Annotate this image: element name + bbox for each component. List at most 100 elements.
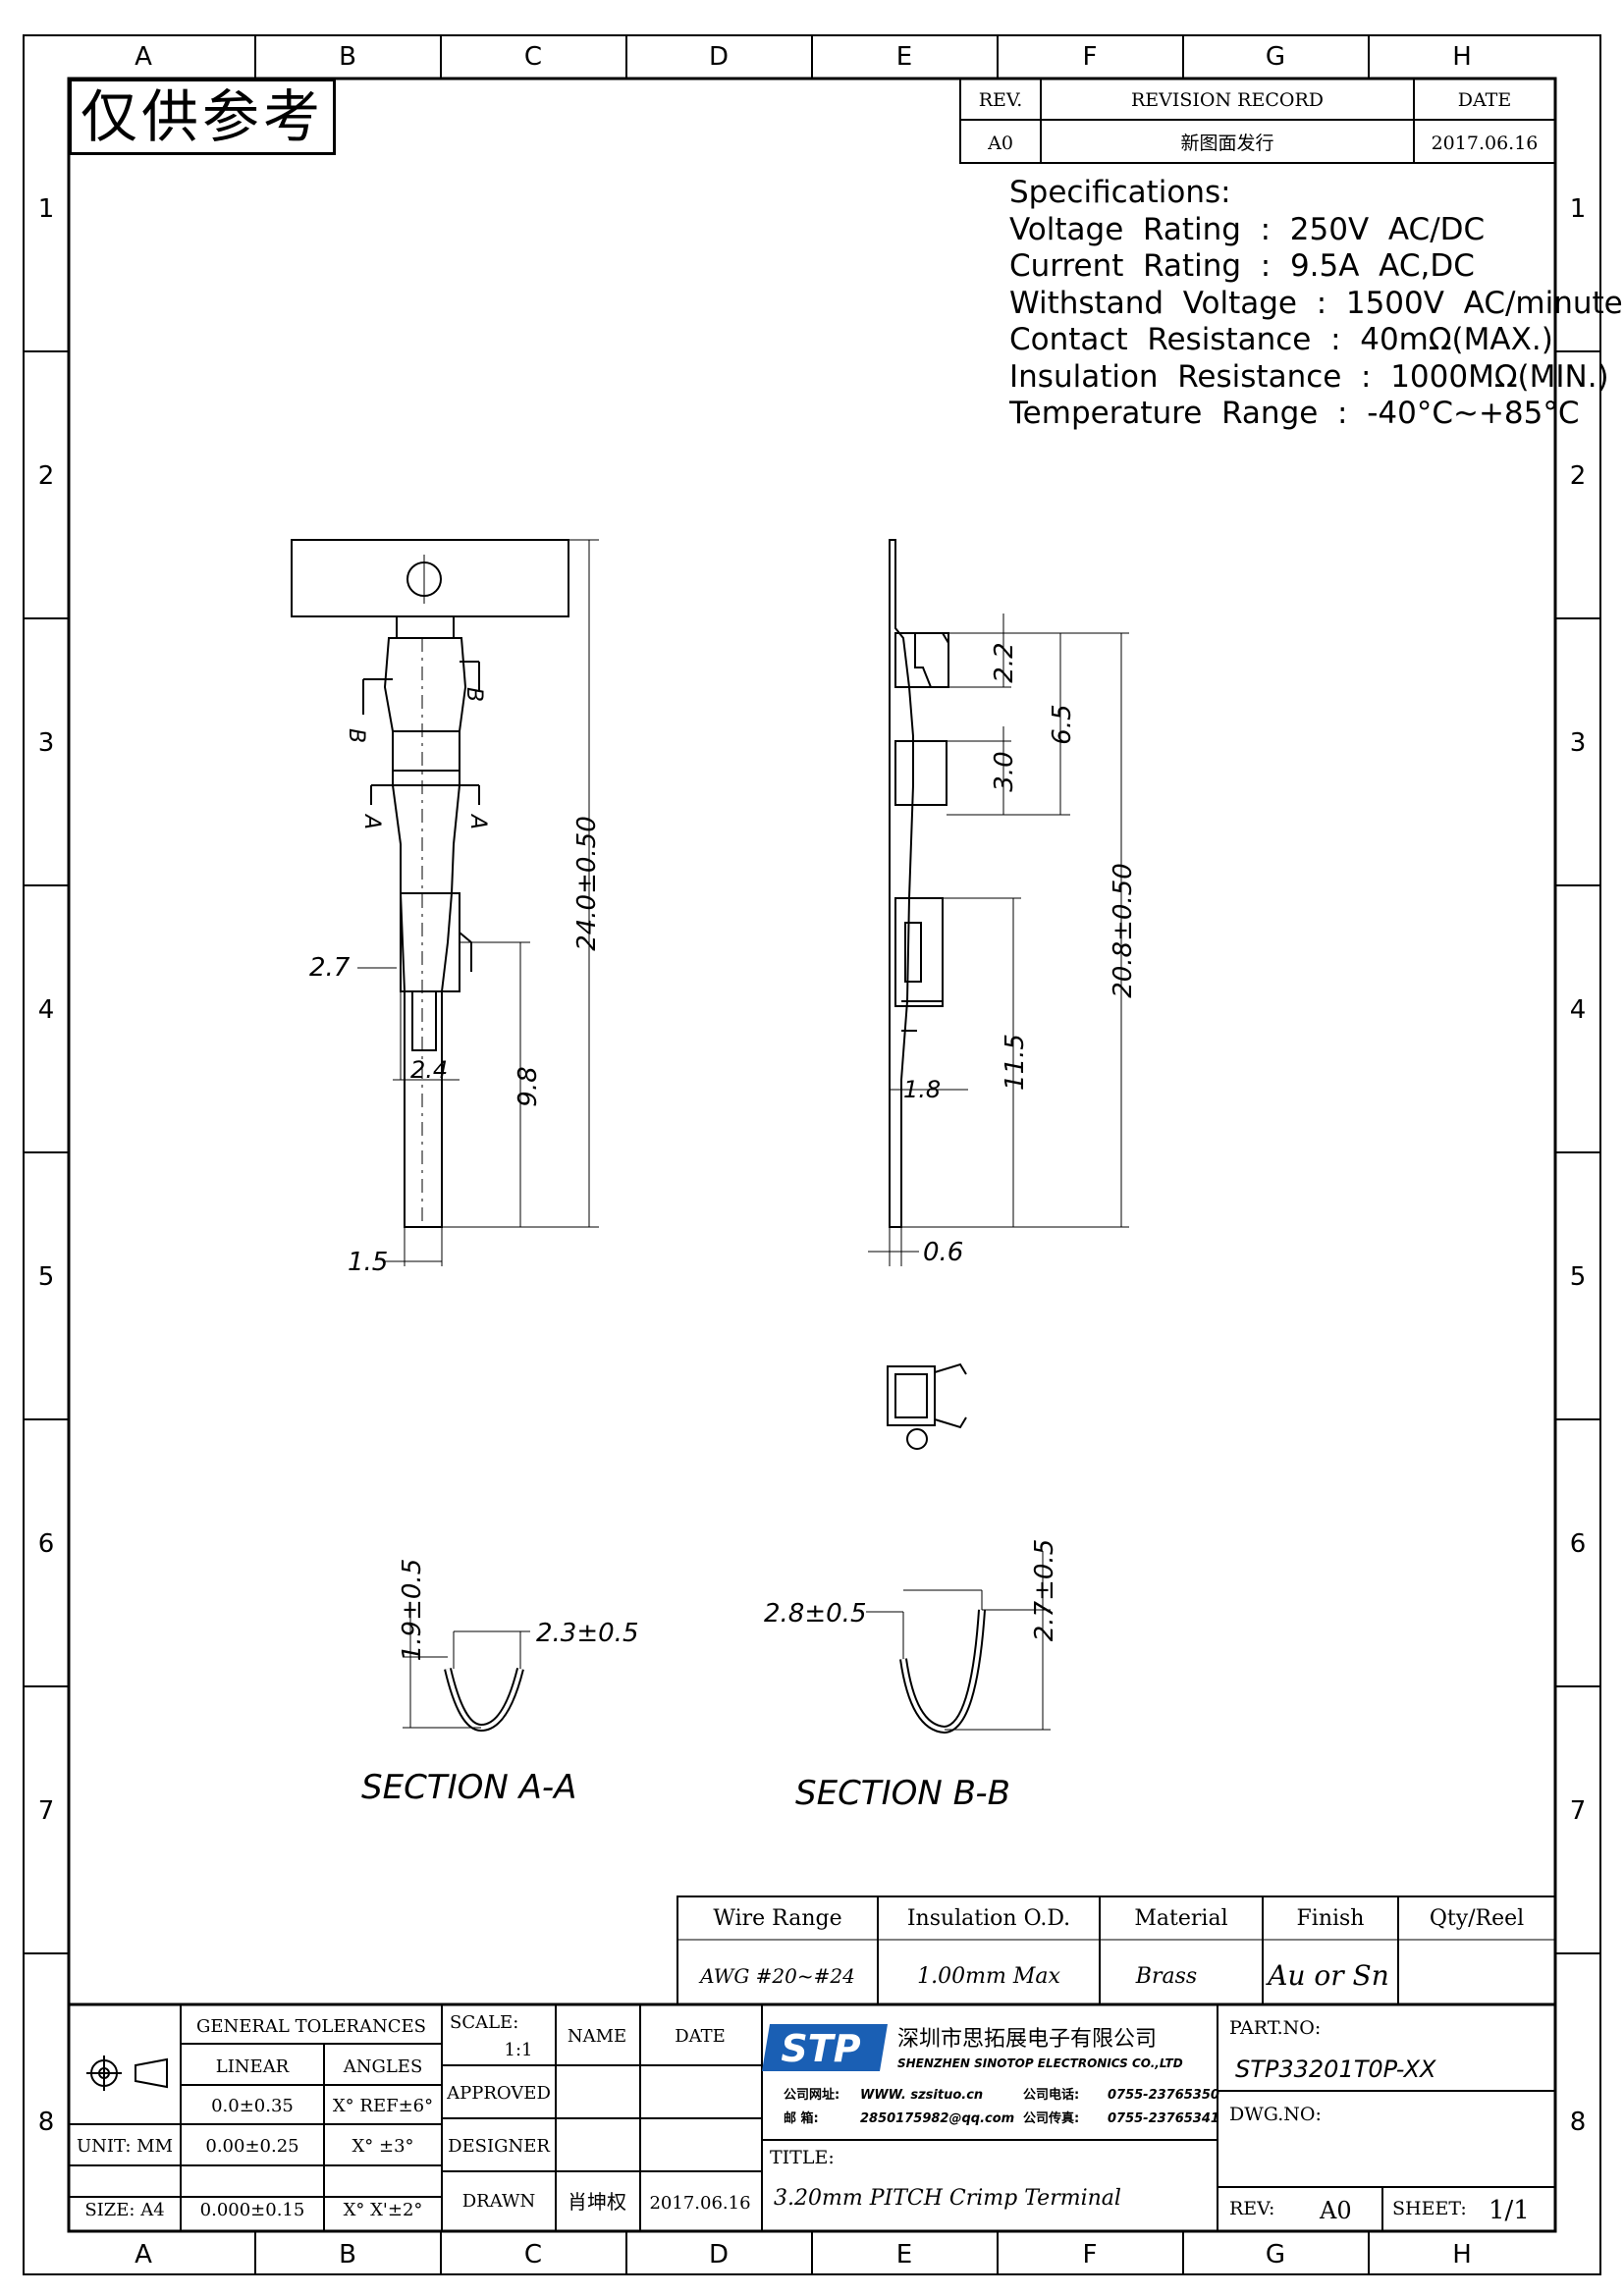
row-label: 6 <box>1570 1529 1587 1559</box>
row-label: 7 <box>38 1796 55 1826</box>
cut-b-right: B <box>461 687 486 702</box>
sheet-value: 1/1 <box>1489 2196 1530 2225</box>
tel-label: 公司电话: <box>1023 2087 1079 2103</box>
section-a-a <box>403 1610 530 1733</box>
title-label: TITLE: <box>770 2147 835 2168</box>
col-label: B <box>339 2240 356 2269</box>
dim-sec-b-width: 2.8±0.5 <box>764 1599 866 1629</box>
column-ticks <box>254 35 1370 2274</box>
spec-value-insulation: 1.00mm Max <box>917 1964 1060 1989</box>
linear-label: LINEAR <box>216 2056 290 2077</box>
spec-voltage: Voltage Rating : 250V AC/DC <box>1009 211 1486 247</box>
angles-label: ANGLES <box>343 2056 423 2077</box>
col-label: F <box>1083 42 1098 72</box>
drawn-name: 肖坤权 <box>568 2190 626 2214</box>
side-view <box>868 539 1129 1266</box>
drawn-label: DRAWN <box>462 2191 536 2212</box>
row-labels-right: 1 2 3 4 5 6 7 8 <box>1570 194 1587 2137</box>
cut-a-right: A <box>465 813 490 829</box>
tol-linear-3: 0.000±0.15 <box>200 2200 305 2220</box>
sheet-label: SHEET: <box>1392 2198 1467 2219</box>
fax-value: 0755-23765341 <box>1108 2111 1219 2126</box>
size-label: SIZE: A4 <box>84 2200 164 2220</box>
tol-linear-1: 0.0±0.35 <box>211 2096 294 2116</box>
drawing-title: 3.20mm PITCH Crimp Terminal <box>774 2186 1121 2211</box>
spec-table: Wire Range Insulation O.D. Material Fini… <box>677 1896 1556 2005</box>
rev-label: REV: <box>1229 2198 1274 2219</box>
spec-temperature: Temperature Range : -40°C~+85°C <box>1009 396 1580 431</box>
row-label: 4 <box>38 995 55 1025</box>
spec-header-wire: Wire Range <box>713 1906 841 1931</box>
row-label: 5 <box>1570 1262 1587 1292</box>
web-label: 公司网址: <box>784 2087 839 2103</box>
col-label: A <box>135 42 152 72</box>
specifications-block: Specifications:Voltage Rating : 250V AC/… <box>1009 175 1623 433</box>
column-labels-bottom: A B C D E F G H <box>135 2240 1472 2269</box>
tol-angle-1: X° REF±6° <box>333 2096 433 2116</box>
dim-sec-a-width: 2.3±0.5 <box>536 1619 638 1648</box>
col-label: D <box>709 42 729 72</box>
spec-current: Current Rating : 9.5A AC,DC <box>1009 248 1475 284</box>
spec-value-finish: Au or Sn <box>1265 1959 1389 1992</box>
end-view <box>887 1362 967 1450</box>
col-label: A <box>135 2240 152 2269</box>
fax-label: 公司传真: <box>1023 2110 1079 2126</box>
revision-block: REV. REVISION RECORD DATE A0 新图面发行 2017.… <box>959 78 1556 164</box>
section-a-labels: 1.9±0.5 2.3±0.5 SECTION A-A <box>361 1559 638 1807</box>
email-label: 邮 箱: <box>784 2110 819 2126</box>
general-tolerances-label: GENERAL TOLERANCES <box>196 2016 426 2037</box>
spec-withstand: Withstand Voltage : 1500V AC/minute <box>1009 285 1623 321</box>
dim-9-8: 9.8 <box>514 1066 543 1106</box>
part-no-label: PART.NO: <box>1229 2017 1321 2039</box>
scale-label: SCALE: <box>450 2012 518 2033</box>
row-label: 3 <box>1570 728 1587 758</box>
tel-value: 0755-23765350 <box>1108 2088 1219 2103</box>
row-label: 8 <box>1570 2108 1587 2137</box>
date-header: DATE <box>1458 89 1511 111</box>
title-block: GENERAL TOLERANCES LINEAR ANGLES 0.0±0.3… <box>69 2002 1555 2231</box>
section-b-labels: 2.8±0.5 2.7±0.5 SECTION B-B <box>764 1539 1059 1813</box>
email-value: 2850175982@qq.com <box>860 2111 1014 2126</box>
part-no-value: STP33201T0P-XX <box>1235 2056 1436 2083</box>
cut-b-left: B <box>344 728 368 743</box>
projection-symbol <box>86 2056 168 2091</box>
company-name-cn: 深圳市思拓展电子有限公司 <box>897 2027 1157 2052</box>
col-label: E <box>896 2240 912 2269</box>
row-label: 7 <box>1570 1796 1587 1826</box>
row-label: 5 <box>38 1262 55 1292</box>
company-logo: STP <box>762 2024 888 2071</box>
scale-value: 1:1 <box>505 2040 533 2060</box>
drawn-date: 2017.06.16 <box>649 2193 750 2214</box>
front-view-labels: 24.0±0.50 9.8 2.7 2.4 1.5 B B A A <box>309 687 602 1277</box>
spec-header-finish: Finish <box>1297 1906 1365 1931</box>
section-a-title: SECTION A-A <box>361 1768 576 1807</box>
row-label: 1 <box>38 194 55 224</box>
revision-record-value: 新图面发行 <box>1180 133 1273 154</box>
approved-label: APPROVED <box>446 2083 551 2104</box>
dim-2-4: 2.4 <box>410 1056 448 1084</box>
dim-2-7: 2.7 <box>309 953 351 983</box>
company-name-en: SHENZHEN SINOTOP ELECTRONICS CO.,LTD <box>897 2056 1183 2070</box>
col-label: H <box>1452 42 1472 72</box>
logo-text: STP <box>781 2027 860 2070</box>
spec-value-material: Brass <box>1135 1964 1197 1989</box>
col-label: H <box>1452 2240 1472 2269</box>
dim-sec-b-height: 2.7±0.5 <box>1030 1539 1059 1641</box>
unit-label: UNIT: MM <box>77 2136 173 2157</box>
dim-3-0: 3.0 <box>990 751 1019 791</box>
rev-value: A0 <box>987 133 1013 154</box>
spec-contact-resistance: Contact Resistance : 40mΩ(MAX.) <box>1009 322 1553 357</box>
web-value: WWW. szsituo.cn <box>860 2088 983 2103</box>
col-label: F <box>1083 2240 1098 2269</box>
tol-angle-3: X° X'±2° <box>344 2200 423 2220</box>
row-ticks <box>24 350 1600 1954</box>
revision-record-header: REVISION RECORD <box>1131 89 1324 111</box>
col-label: G <box>1266 2240 1285 2269</box>
col-label: E <box>896 42 912 72</box>
row-label: 3 <box>38 728 55 758</box>
row-label: 2 <box>38 461 55 491</box>
row-labels-left: 1 2 3 4 5 6 7 8 <box>38 194 55 2137</box>
rev-value: A0 <box>1319 2197 1352 2224</box>
spec-header-insulation: Insulation O.D. <box>907 1906 1070 1931</box>
